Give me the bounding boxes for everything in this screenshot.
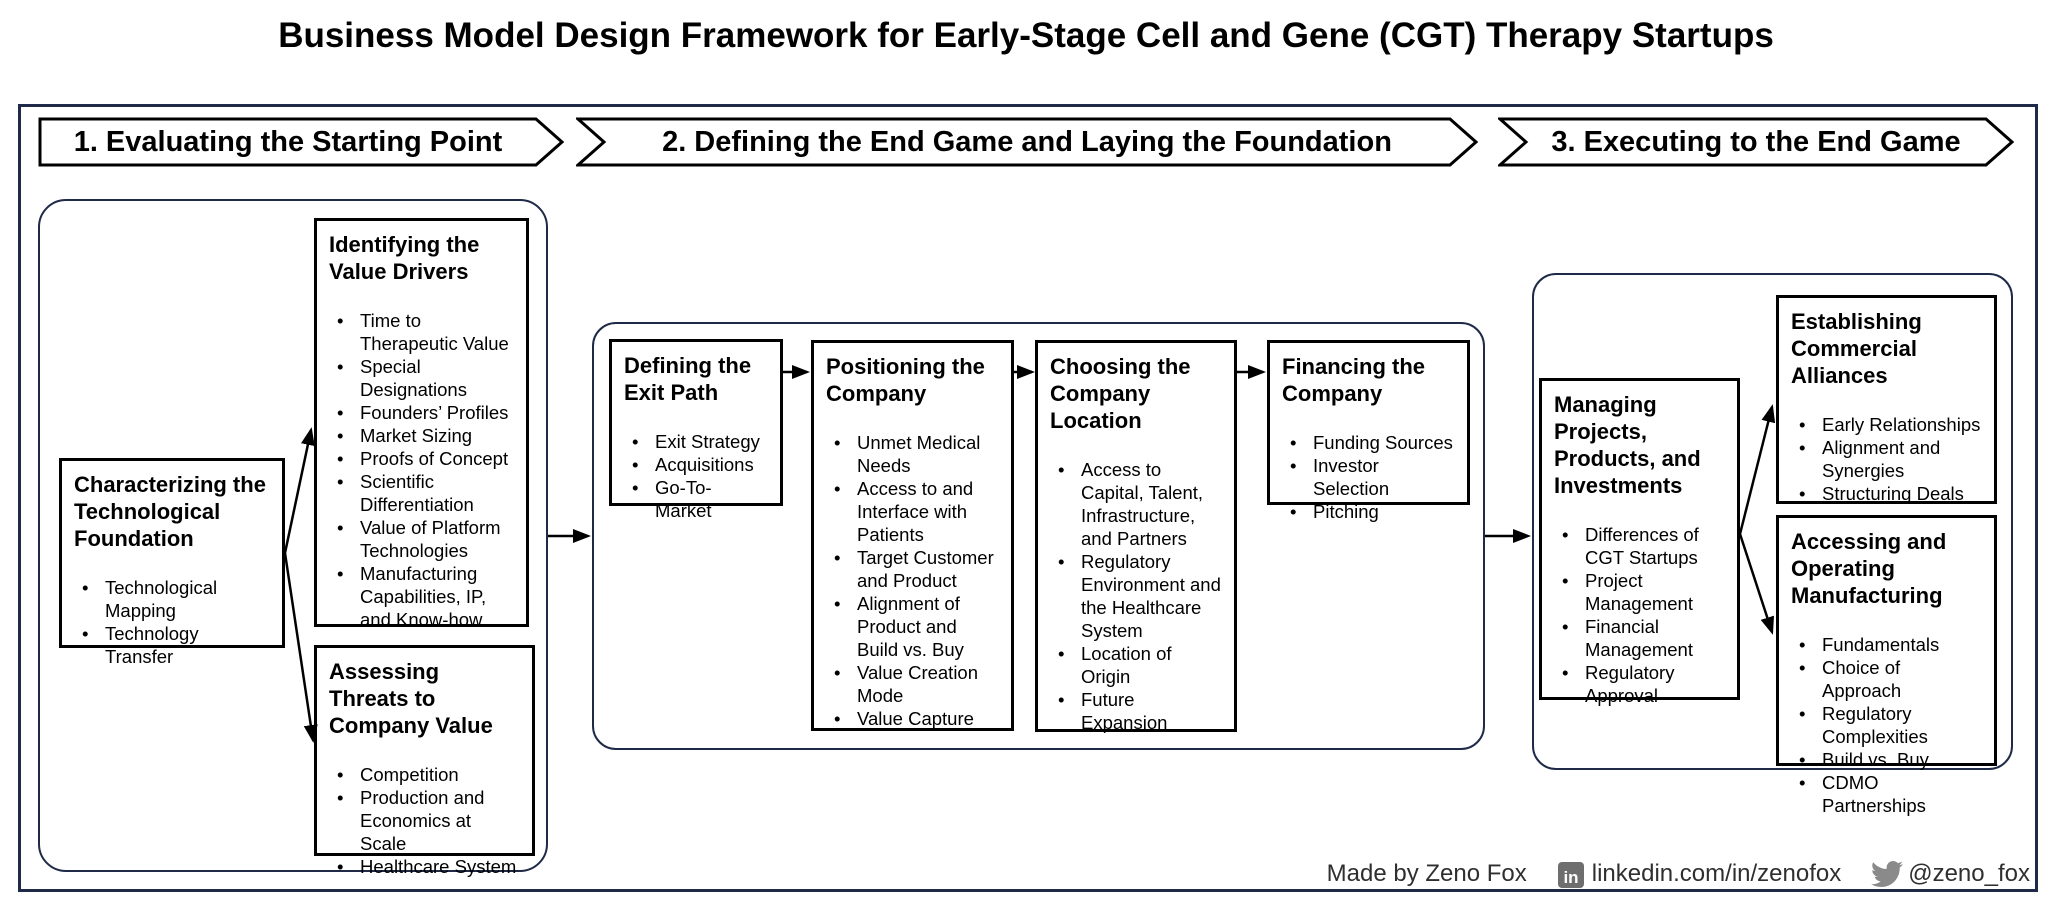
bullet-item: Differences of CGT Startups <box>1554 523 1725 569</box>
bullet-item: Technology Transfer <box>74 622 270 668</box>
bullet-item: Scientific Differentiation <box>329 470 514 516</box>
box-assessing-threats: Assessing Threats to Company Value Compe… <box>314 645 535 878</box>
bullet-item: Choice of Approach <box>1791 656 1982 702</box>
bullet-list: Time to Therapeutic ValueSpecial Designa… <box>329 309 514 631</box>
bullet-list: Differences of CGT StartupsProject Manag… <box>1554 523 1725 707</box>
bullet-item: Access to Capital, Talent, Infrastructur… <box>1050 458 1222 550</box>
bullet-list: FundamentalsChoice of ApproachRegulatory… <box>1791 633 1982 817</box>
box-managing-projects-products-investments: Managing Projects, Products, and Investm… <box>1539 378 1740 706</box>
box-title: Positioning the Company <box>826 354 985 406</box>
box-establishing-commercial-alliances: Establishing Commercial Alliances Early … <box>1776 295 1997 505</box>
box-identifying-value-drivers: Identifying the Value Drivers Time to Th… <box>314 218 529 630</box>
phase-banner-2-label: 2. Defining the End Game and Laying the … <box>662 125 1392 158</box>
bullet-item: Location of Origin <box>1050 642 1222 688</box>
box-title: Establishing Commercial Alliances <box>1791 309 1922 388</box>
bullet-item: Market Sizing <box>329 424 514 447</box>
box-title: Financing the Company <box>1282 354 1425 406</box>
bullet-item: Healthcare System <box>329 855 520 878</box>
bullet-list: CompetitionProduction and Economics at S… <box>329 763 520 878</box>
bullet-item: Funding Sources <box>1282 431 1455 454</box>
bullet-list: Funding SourcesInvestor SelectionPitchin… <box>1282 431 1455 523</box>
footer-credits: Made by Zeno Fox in linkedin.com/in/zeno… <box>1327 854 2030 894</box>
bullet-item: Target Customer and Product <box>826 546 999 592</box>
phase-banner-1-label: 1. Evaluating the Starting Point <box>73 125 503 158</box>
box-title: Characterizing the Technological Foundat… <box>74 472 266 551</box>
twitter-credit: @zeno_fox <box>1871 858 2030 890</box>
bullet-item: Structuring Deals <box>1791 482 1982 505</box>
box-characterizing-technological-foundation: Characterizing the Technological Foundat… <box>59 458 285 667</box>
chevron-banner-shape <box>38 117 564 167</box>
bullet-item: Manufacturing Capabilities, IP, and Know… <box>329 562 514 631</box>
chevron-banner-shape <box>1498 117 2014 167</box>
twitter-handle: @zeno_fox <box>1908 860 2030 887</box>
bullet-item: Proofs of Concept <box>329 447 514 470</box>
bullet-item: Production and Economics at Scale <box>329 786 520 855</box>
box-title: Choosing the Company Location <box>1050 354 1191 433</box>
linkedin-handle: linkedin.com/in/zenofox <box>1591 860 1842 887</box>
bullet-item: Special Designations <box>329 355 514 401</box>
bullet-item: Build vs. Buy <box>1791 748 1982 771</box>
bullet-item: Access to and Interface with Patients <box>826 477 999 546</box>
bullet-list: Early RelationshipsAlignment and Synergi… <box>1791 413 1982 505</box>
page-title: Business Model Design Framework for Earl… <box>278 16 1774 55</box>
bullet-item: Technological Mapping <box>74 576 270 622</box>
svg-text:in: in <box>1563 868 1578 887</box>
bullet-item: Value Creation Mode <box>826 661 999 707</box>
bullet-item: Regulatory Approval <box>1554 661 1725 707</box>
phase-banner-3: 3. Executing to the End Game <box>1498 117 2014 167</box>
bullet-item: Fundamentals <box>1791 633 1982 656</box>
bullet-item: Early Relationships <box>1791 413 1982 436</box>
bullet-item: Acquisitions <box>624 453 768 476</box>
box-choosing-company-location: Choosing the Company Location Access to … <box>1035 340 1237 734</box>
bullet-item: Financial Management <box>1554 615 1725 661</box>
bullet-item: CDMO Partnerships <box>1791 771 1982 817</box>
box-title: Identifying the Value Drivers <box>329 232 480 284</box>
credit-text: Made by Zeno Fox <box>1326 860 1527 887</box>
phase2-group-container <box>592 322 1485 750</box>
bullet-item: Regulatory Complexities <box>1791 702 1982 748</box>
box-accessing-operating-manufacturing: Accessing and Operating Manufacturing Fu… <box>1776 515 1997 816</box>
twitter-bird-icon <box>1871 860 1904 888</box>
outer-frame <box>18 104 2038 892</box>
box-title: Assessing Threats to Company Value <box>329 659 493 738</box>
bullet-item: Investor Selection <box>1282 454 1455 500</box>
bullet-item: Unmet Medical Needs <box>826 431 999 477</box>
box-title: Accessing and Operating Manufacturing <box>1791 529 1947 608</box>
phase-banner-2: 2. Defining the End Game and Laying the … <box>576 117 1478 167</box>
bullet-item: Regulatory Environment and the Healthcar… <box>1050 550 1222 642</box>
phase-banner-3-label: 3. Executing to the End Game <box>1551 125 1961 158</box>
bullet-item: Founders’ Profiles <box>329 401 514 424</box>
linkedin-credit: in linkedin.com/in/zenofox <box>1557 859 1841 889</box>
phase1-group-container <box>38 199 548 872</box>
bullet-item: Time to Therapeutic Value <box>329 309 514 355</box>
box-financing-company: Financing the Company Funding SourcesInv… <box>1267 340 1470 523</box>
bullet-list: Unmet Medical NeedsAccess to and Interfa… <box>826 431 999 730</box>
bullet-item: Alignment of Product and Build vs. Buy <box>826 592 999 661</box>
bullet-list: Exit StrategyAcquisitionsGo-To-Market <box>624 430 768 522</box>
bullet-item: Project Management <box>1554 569 1725 615</box>
bullet-item: Exit Strategy <box>624 430 768 453</box>
phase3-group-container <box>1532 273 2013 770</box>
chevron-banner-shape <box>576 117 1478 167</box>
box-positioning-company: Positioning the Company Unmet Medical Ne… <box>811 340 1014 731</box>
box-defining-exit-path: Defining the Exit Path Exit StrategyAcqu… <box>609 339 783 521</box>
bullet-list: Access to Capital, Talent, Infrastructur… <box>1050 458 1222 734</box>
bullet-item: Value of Platform Technologies <box>329 516 514 562</box>
bullet-item: Go-To-Market <box>624 476 768 522</box>
box-title: Defining the Exit Path <box>624 353 752 405</box>
bullet-item: Competition <box>329 763 520 786</box>
phase-banner-1: 1. Evaluating the Starting Point <box>38 117 564 167</box>
bullet-item: Pitching <box>1282 500 1455 523</box>
bullet-item: Future Expansion <box>1050 688 1222 734</box>
bullet-item: Alignment and Synergies <box>1791 436 1982 482</box>
linkedin-badge-icon: in <box>1557 862 1584 888</box>
box-title: Managing Projects, Products, and Investm… <box>1554 392 1701 498</box>
bullet-item: Value Capture <box>826 707 999 730</box>
bullet-list: Technological MappingTechnology Transfer <box>74 576 270 668</box>
